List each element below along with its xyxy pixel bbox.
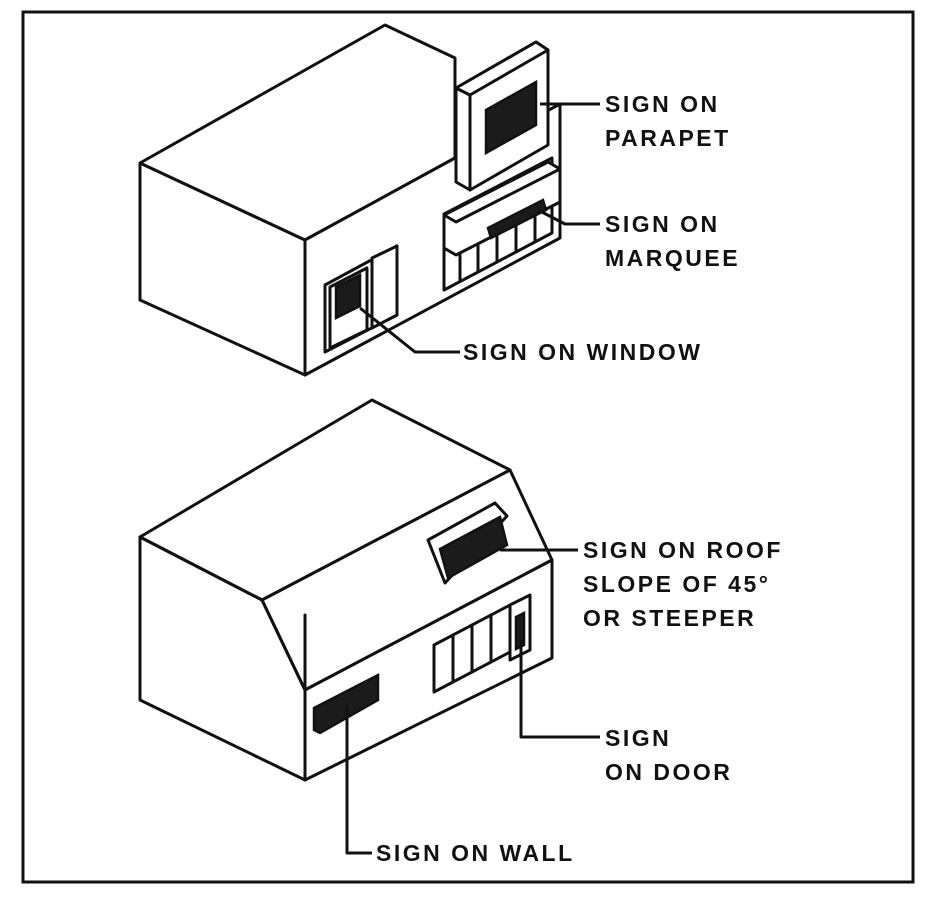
parapet-sign [484, 79, 538, 156]
roof-label-line1: SIGN ON ROOF [583, 537, 783, 563]
window-sign [334, 272, 362, 321]
labels: SIGN ON PARAPET SIGN ON MARQUEE SIGN ON … [376, 91, 783, 866]
roof-label-line2: SLOPE OF 45° [583, 571, 770, 597]
roof-sign [438, 515, 509, 580]
roof-sign-box [426, 501, 509, 585]
marquee [442, 156, 562, 292]
marquee-sign [486, 198, 548, 240]
wall-label: SIGN ON WALL [376, 840, 575, 866]
building-bottom [138, 398, 554, 782]
door-label-line2: ON DOOR [605, 759, 732, 785]
marquee-label-line1: SIGN ON [605, 211, 720, 237]
roof-label-line3: OR STEEPER [583, 605, 756, 631]
leader-lines [345, 102, 600, 855]
building-top [138, 23, 562, 377]
marquee-label-line2: MARQUEE [605, 245, 740, 271]
door-label-line1: SIGN [605, 725, 671, 751]
window-leader [359, 306, 460, 354]
parapet-label-line1: SIGN ON [605, 91, 720, 117]
parapet-label-line2: PARAPET [605, 125, 731, 151]
diagram-frame [21, 10, 915, 884]
top-window-door [323, 244, 399, 354]
window-label: SIGN ON WINDOW [463, 339, 702, 365]
wall-leader [345, 705, 372, 855]
marquee-leader [537, 208, 600, 226]
parapet [454, 40, 550, 192]
wall-sign [312, 672, 380, 735]
door-leader [519, 640, 600, 739]
